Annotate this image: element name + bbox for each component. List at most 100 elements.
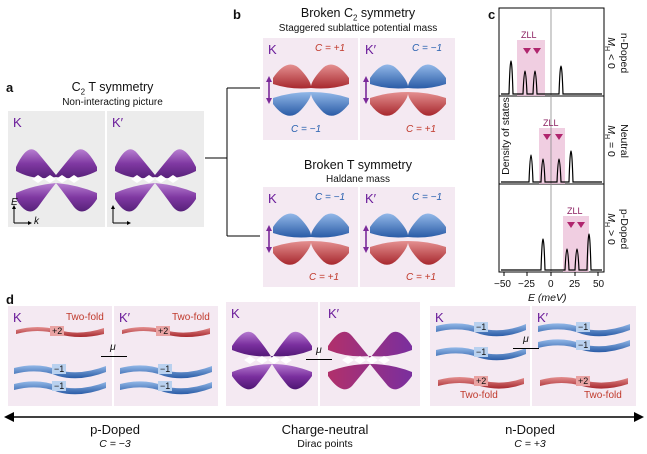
zll-label-3: ZLL [567,206,583,216]
axis-arrows-icon [12,205,32,225]
bottom-left-sub: C = −3 [99,438,131,450]
panel-b-top-right-c-top: C = −1 [412,43,443,54]
mu-line-d-middle [306,359,332,360]
row-label-neutral: Neutral MH = 0 [600,97,630,185]
axis-arrows-icon-right [111,205,131,225]
panel-d-left-valley-kprime: K′ [119,310,131,325]
bottom-right-sub: C = +3 [514,438,546,450]
xtick-minus25: −25 [518,279,535,290]
bottom-middle-sub: Dirac points [297,438,353,450]
panel-b-top-left-c-top: C = +1 [315,43,346,54]
panel-d-right-twofold-kp: Two-fold [584,390,622,401]
minus1-badge-d-right-k-b: −1 [474,347,489,357]
gapped-bands-b-top-right [363,64,446,116]
bands-d-left-k [14,327,106,395]
panel-a-left-box: K E k [8,111,105,227]
row-label-p-doped: p-Doped MH > 0 [600,185,630,273]
axis-e-label: E [11,197,18,208]
xtick-0: 0 [548,279,554,290]
panel-b-bottom-valley-kprime: K′ [365,191,377,206]
mu-label-d-left: μ [110,341,116,353]
xtick-minus50: −50 [494,279,511,290]
bands-d-left-kprime [120,327,212,395]
dirac-cone-d-middle-kprime [328,331,412,390]
minus1-badge-d-left-kp-b: −1 [158,381,173,391]
gapped-bands-b-top-left [266,64,349,116]
panel-d-left-kprime-box: K′ Two-fold +2 −1 −1 [114,306,218,406]
panel-b-top-title-post: symmetry [357,6,416,20]
panel-d-right-twofold-k: Two-fold [460,390,498,401]
mu-label-d-right: μ [523,333,529,345]
minus1-badge-d-left-k-a: −1 [52,364,67,374]
plus2-badge-d-left-k: +2 [50,326,65,336]
panel-a-valley-kprime: K′ [112,115,124,130]
panel-b-top-title-sub: 2 [353,13,358,23]
plus2-badge-d-left-kp: +2 [156,326,171,336]
row-neutral-m: M [605,125,618,134]
panel-d-middle-valley-k: K [231,306,240,321]
panel-c-xlabel-text: E (meV) [528,292,567,304]
panel-b-top-valley-kprime: K′ [365,42,377,57]
dirac-cone-a-left [16,149,97,212]
panel-b-top-subtitle: Staggered sublattice potential mass [278,23,438,34]
panel-b-bottom-valley-k: K [268,191,277,206]
plus2-badge-d-right-kp: +2 [576,376,591,386]
panel-b-bottom-left-box: K C = −1 C = +1 [263,187,358,287]
panel-b-top-valley-k: K [268,42,277,57]
gapped-bands-b-bottom-left [266,213,349,265]
panel-d-right-kprime-box: K′ −1 −1 +2 Two-fold [532,306,636,406]
bottom-left-title: p-Doped [90,422,140,437]
panel-b-bottom-right-c-bottom: C = +1 [406,272,437,283]
minus1-badge-d-left-kp-a: −1 [158,364,173,374]
row-p-doped-val: > 0 [605,227,618,245]
row-label-n-doped: n-Doped MH < 0 [600,9,630,97]
mu-label-d-middle: μ [316,344,322,356]
panel-d-left-k-box: K Two-fold +2 −1 −1 [8,306,112,406]
panel-label-b: b [233,7,241,22]
bottom-right-title: n-Doped [505,422,555,437]
panel-a-title-sub: 2 [80,87,86,97]
minus1-badge-d-right-kp-a: −1 [576,322,591,332]
panel-d-left-twofold-k: Two-fold [66,312,104,323]
panel-a-valley-k: K [13,115,22,130]
panel-connector-bracket [205,87,260,237]
panel-label-a: a [6,80,14,95]
axis-k-label: k [34,216,39,227]
panel-b-bottom-left-c-top: C = −1 [315,192,346,203]
xtick-25: 25 [569,279,581,290]
minus1-badge-d-right-kp-b: −1 [576,340,591,350]
panel-a-title-rest: T symmetry [85,80,154,94]
row-n-doped-m: M [605,37,618,46]
panel-b-bottom-subtitle: Haldane mass [326,174,390,185]
panel-d-right-k-box: K −1 −1 +2 Two-fold [430,306,530,406]
panel-d-middle-valley-kprime: K′ [328,306,340,321]
row-n-doped-title: n-Doped [618,32,631,74]
panel-b-top-title-pre: Broken C [300,6,353,20]
row-neutral-val: = 0 [605,139,618,157]
panel-b-top-right-c-bottom: C = +1 [406,124,437,135]
panel-c-xlabel: E (meV) [528,292,567,304]
plus2-badge-d-right-k: +2 [474,376,489,386]
xtick-50: 50 [593,279,605,290]
panel-b-bottom-left-c-bottom: C = +1 [309,272,340,283]
panel-d-left-twofold-kprime: Two-fold [172,312,210,323]
minus1-badge-d-left-k-b: −1 [52,381,67,391]
panel-d-right-valley-kprime: K′ [537,310,549,325]
panel-label-d: d [6,292,14,307]
panel-d-left-valley-k: K [13,310,22,325]
panel-label-c: c [488,7,496,22]
dos-plot [498,7,605,276]
doping-axis-arrow [4,412,644,422]
panel-d-middle-k-box: K [226,302,318,406]
panel-b-bottom-right-c-top: C = −1 [412,192,443,203]
gapped-bands-b-bottom-right [363,213,446,265]
panel-b-bottom-right-box: K′ C = −1 C = +1 [360,187,455,287]
mu-line-d-right [513,348,539,349]
zll-label-1: ZLL [521,30,537,40]
row-neutral-title: Neutral [618,124,631,158]
panel-a-right-box: K′ [107,111,204,227]
panel-a-title-main: C [71,80,81,94]
panel-d-right-valley-k: K [435,310,444,325]
row-p-doped-m: M [605,213,618,222]
panel-b-top-right-box: K′ C = −1 C = +1 [360,38,455,140]
